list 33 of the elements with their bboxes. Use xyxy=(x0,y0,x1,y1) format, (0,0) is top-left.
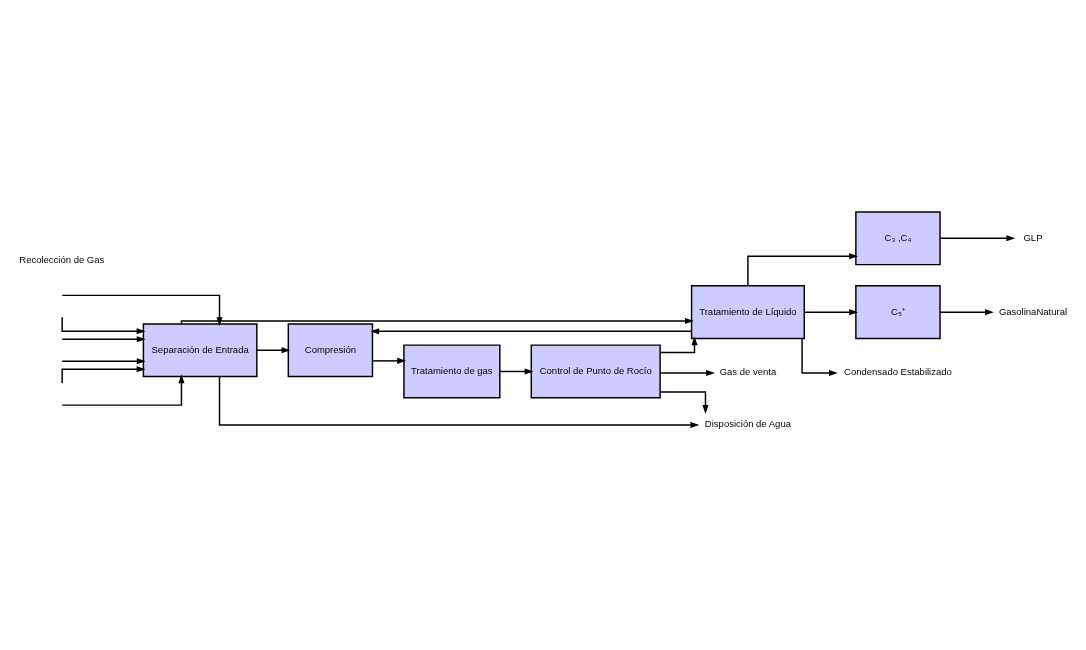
node-text: Disposición de Agua xyxy=(704,418,791,430)
arrow xyxy=(61,336,146,343)
node-box: Tratamiento de gas xyxy=(403,344,501,399)
arrow xyxy=(659,336,698,354)
arrow xyxy=(61,366,146,384)
node-text: Gas de venta xyxy=(719,366,777,378)
arrow xyxy=(61,358,146,365)
arrow xyxy=(659,391,709,414)
node-box: Tratamiento de Líquido xyxy=(690,285,805,340)
arrow xyxy=(218,376,700,428)
arrow xyxy=(61,316,146,335)
node-box: C₃ ,C₄ xyxy=(855,211,941,266)
arrow xyxy=(747,253,858,287)
arrow xyxy=(939,309,994,316)
arrow xyxy=(803,309,858,316)
arrow xyxy=(61,294,223,326)
node-box: Control de Punto de Rocío xyxy=(530,344,661,399)
node-box: Separación de Entrada xyxy=(142,323,258,378)
arrow xyxy=(180,317,694,325)
node-text: GasolinaNatural xyxy=(998,305,1068,317)
arrow xyxy=(256,347,291,354)
arrow xyxy=(61,374,185,406)
arrow xyxy=(939,235,1016,242)
label: Recolección de Gas xyxy=(19,254,105,266)
arrow xyxy=(659,369,715,376)
arrow xyxy=(370,328,693,335)
node-text: Condensado Estabilizado xyxy=(844,366,952,378)
node-box: C₅⁺ xyxy=(855,285,941,340)
node-text: GLP xyxy=(1023,231,1043,243)
node-box: Compresión xyxy=(287,323,374,378)
arrow xyxy=(499,368,534,375)
arrow xyxy=(371,357,406,364)
arrow xyxy=(801,337,838,376)
